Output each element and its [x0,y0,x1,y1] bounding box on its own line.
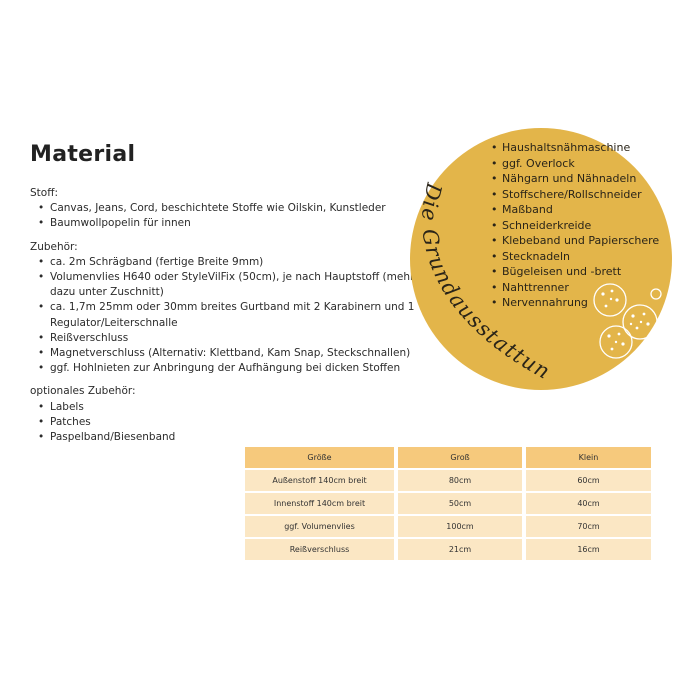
list-item: Stoffschere/Rollschneider [491,187,659,203]
grundausstattung-list: Haushaltsnähmaschine ggf. Overlock Nähga… [490,140,659,311]
cookies-illustration [593,283,662,359]
size-table: Größe Groß Klein Außenstoff 140cm breit … [245,447,651,560]
list-item: Maßband [491,202,659,218]
list-item: Canvas, Jeans, Cord, beschichtete Stoffe… [38,201,420,216]
list-item: Labels [38,400,420,415]
optional-list: Labels Patches Paspelband/Biesenband [30,400,420,446]
table-header: Klein [526,447,651,468]
table-cell: 16cm [526,539,651,560]
material-list: Stoff: Canvas, Jeans, Cord, beschichtete… [30,186,420,445]
zubehoer-list: ca. 2m Schrägband (fertige Breite 9mm) V… [30,255,420,377]
stoff-heading: Stoff: [30,187,58,199]
list-item: Nähgarn und Nähnadeln [491,171,659,187]
list-item: ggf. Overlock [491,156,659,172]
page-title: Material [30,142,136,167]
list-item: Patches [38,415,420,430]
table-cell: Innenstoff 140cm breit [245,493,394,514]
list-item: Stecknadeln [491,249,659,265]
list-item: Schneiderkreide [491,218,659,234]
table-cell: 50cm [398,493,522,514]
list-item: Nahttrenner [491,280,659,296]
list-item: ggf. Hohlnieten zur Anbringung der Aufhä… [38,361,420,376]
list-item: Klebeband und Papierschere [491,233,659,249]
list-item: Haushaltsnähmaschine [491,140,659,156]
list-item: Baumwollpopelin für innen [38,216,420,231]
table-cell: ggf. Volumenvlies [245,516,394,537]
list-item: Bügeleisen und -brett [491,264,659,280]
table-header: Groß [398,447,522,468]
list-item: ca. 1,7m 25mm oder 30mm breites Gurtband… [38,300,420,330]
table-row: ggf. Volumenvlies 100cm 70cm [245,516,651,537]
table-cell: 70cm [526,516,651,537]
optional-heading: optionales Zubehör: [30,385,136,398]
table-row: Außenstoff 140cm breit 80cm 60cm [245,470,651,491]
zubehoer-heading: Zubehör: [30,240,78,253]
table-header: Größe [245,447,394,468]
list-item: Magnetverschluss (Alternativ: Klettband,… [38,346,420,361]
table-cell: 80cm [398,470,522,491]
list-item: Paspelband/Biesenband [38,430,420,445]
list-item: ca. 2m Schrägband (fertige Breite 9mm) [38,255,420,270]
table-cell: Außenstoff 140cm breit [245,470,394,491]
table-cell: 100cm [398,516,522,537]
stoff-list: Canvas, Jeans, Cord, beschichtete Stoffe… [30,201,420,232]
table-cell: 60cm [526,470,651,491]
list-item: Volumenvlies H640 oder StyleVilFix (50cm… [38,270,420,300]
table-row: Innenstoff 140cm breit 50cm 40cm [245,493,651,514]
list-item: Reißverschluss [38,331,420,346]
table-cell: 40cm [526,493,651,514]
table-cell: 21cm [398,539,522,560]
table-row: Reißverschluss 21cm 16cm [245,539,651,560]
table-cell: Reißverschluss [245,539,394,560]
list-item: Nervennahrung [491,295,659,311]
